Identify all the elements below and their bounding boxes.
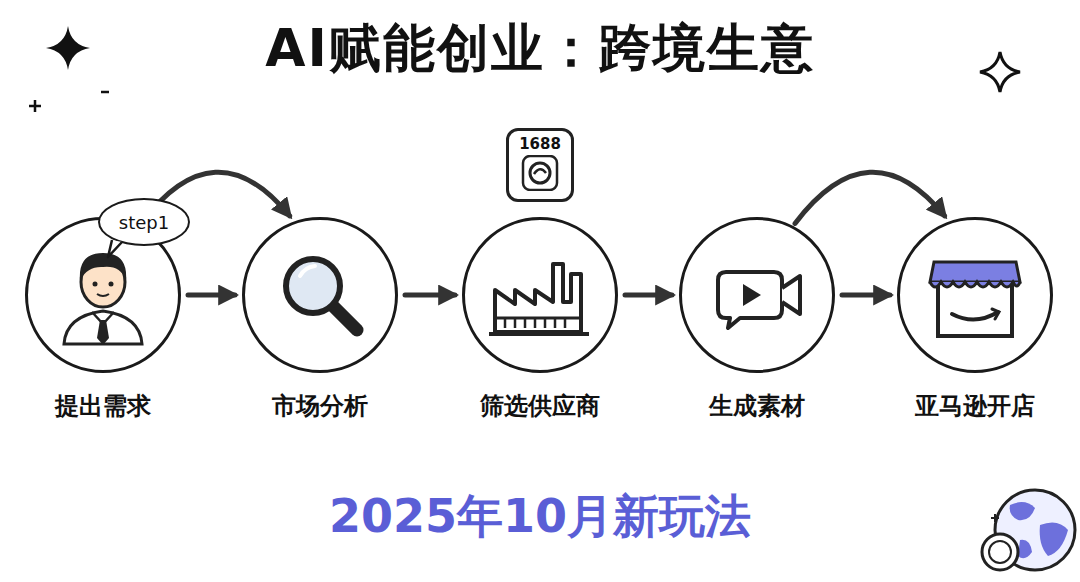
- step-circle: 生成素材: [679, 217, 835, 373]
- bubble-tail: [106, 240, 128, 258]
- step-circle: 市场分析: [242, 217, 398, 373]
- sparkle: [46, 26, 90, 70]
- dash-mark: [101, 91, 109, 94]
- step-label: 亚马逊开店: [915, 390, 1035, 422]
- magnifier-icon: [245, 220, 395, 370]
- flow-arrow: [405, 293, 455, 298]
- video-icon: [682, 220, 832, 370]
- sparkle-outline: [980, 52, 1020, 92]
- app-icon: 1688: [506, 128, 574, 202]
- page-caption: 2025年10月新玩法: [0, 486, 1080, 548]
- app-logo: [520, 155, 560, 191]
- flow-arrow: [188, 293, 235, 298]
- step-label: 筛选供应商: [480, 390, 600, 422]
- step-label: 生成素材: [709, 390, 805, 422]
- speech-bubble: step1: [98, 198, 190, 246]
- globe: [982, 490, 1075, 570]
- step-circle: 筛选供应商: [462, 217, 618, 373]
- bubble-text: step1: [119, 212, 169, 233]
- curved-arrow: [795, 172, 945, 223]
- step-circle: 亚马逊开店: [897, 217, 1053, 373]
- store-icon: [900, 220, 1050, 370]
- step-label: 市场分析: [272, 390, 368, 422]
- page-title: AI赋能创业：跨境生意: [0, 14, 1080, 84]
- factory-icon: [465, 220, 615, 370]
- flow-arrow: [842, 293, 890, 298]
- plus-mark: [29, 100, 41, 112]
- flow-arrow: [625, 293, 672, 298]
- app-icon-text: 1688: [519, 135, 561, 153]
- step-label: 提出需求: [55, 390, 151, 422]
